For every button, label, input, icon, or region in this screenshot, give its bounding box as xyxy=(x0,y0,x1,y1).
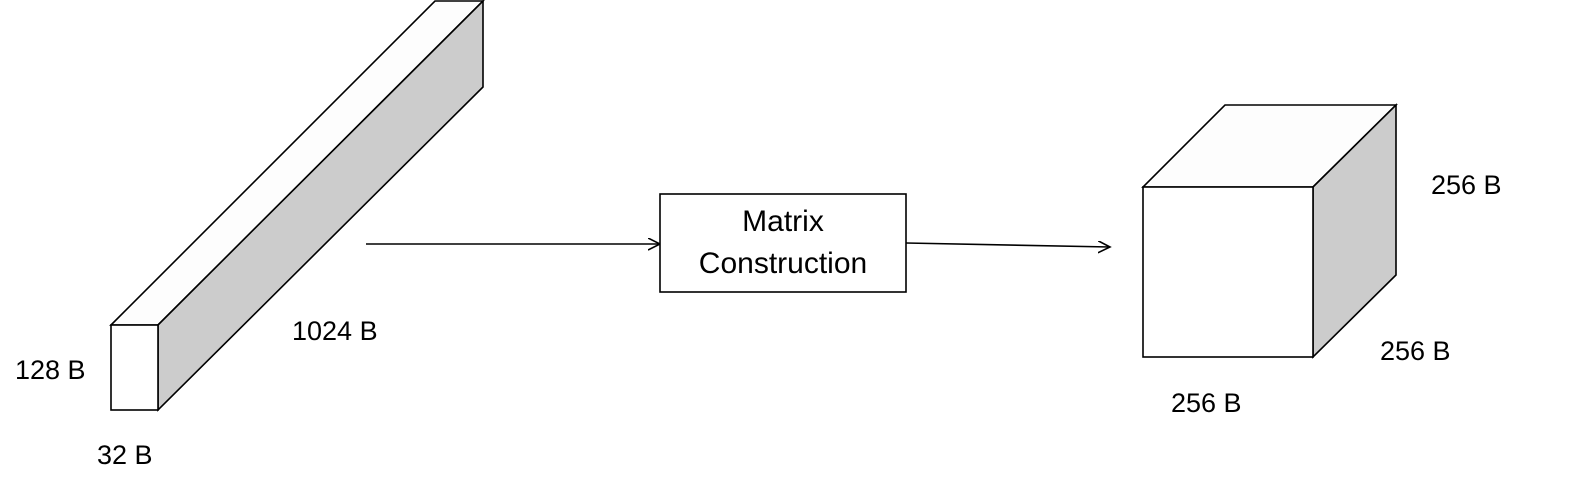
input-block xyxy=(109,0,485,412)
output-width-label: 256 B xyxy=(1171,388,1242,418)
input-height-label: 128 B xyxy=(15,355,86,385)
output-cube xyxy=(1141,103,1398,359)
process-line-1: Matrix xyxy=(742,205,824,238)
input-block-front-face xyxy=(110,324,159,411)
output-depth-label: 256 B xyxy=(1380,336,1451,366)
output-cube-front-face xyxy=(1142,186,1314,358)
input-width-label: 32 B xyxy=(97,440,153,470)
input-block-side-face xyxy=(157,0,484,412)
input-length-label: 1024 B xyxy=(292,316,378,346)
input-block-top-face xyxy=(109,0,485,326)
output-arrow xyxy=(905,243,1110,247)
output-height-label: 256 B xyxy=(1431,170,1502,200)
matrix-construction-box xyxy=(659,193,907,293)
process-line-2: Construction xyxy=(698,247,868,280)
matrix-construction-text: Matrix Construction xyxy=(660,194,906,292)
